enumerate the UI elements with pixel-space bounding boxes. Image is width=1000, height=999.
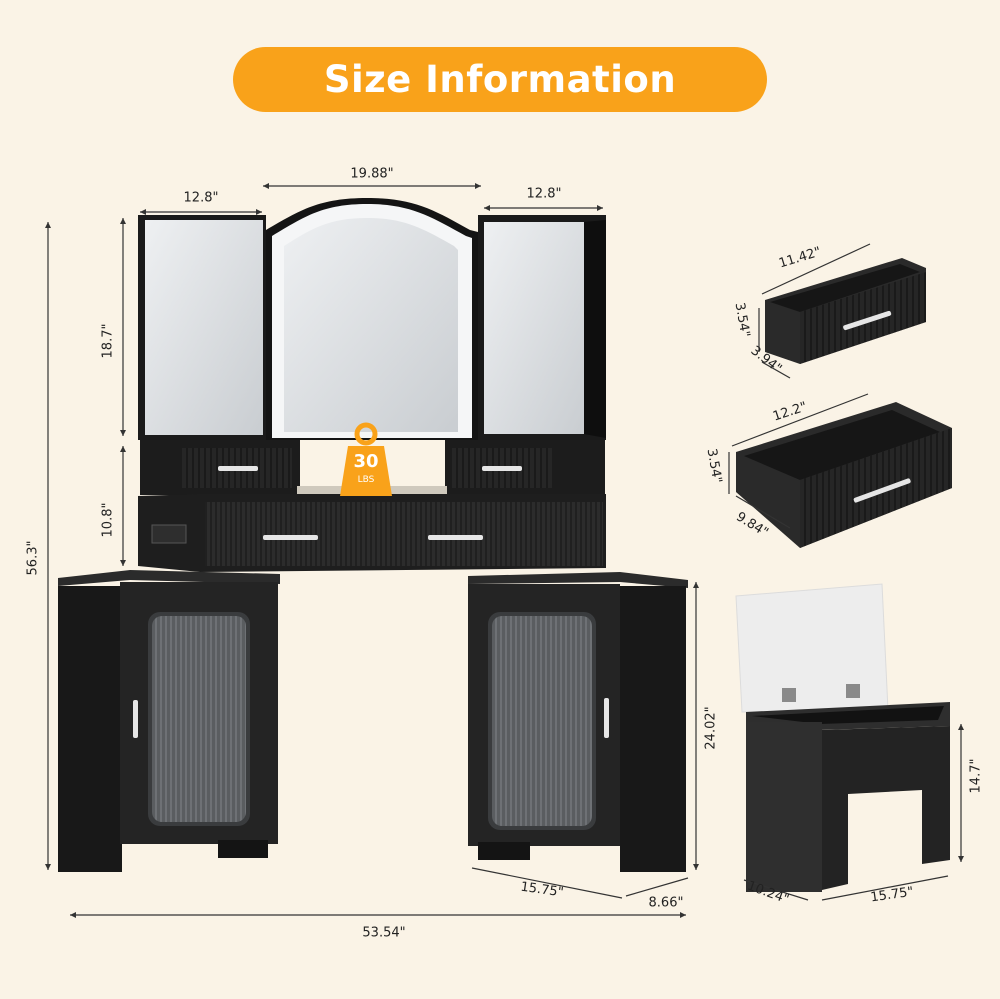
large-drawer-image	[736, 402, 952, 548]
drawer-section-height-label: 10.8"	[100, 502, 116, 538]
weight-unit: LBS	[357, 475, 375, 485]
title-banner: Size Information	[233, 47, 767, 112]
cabinet-height-label: 24.02"	[703, 706, 719, 750]
dimension-lines	[47, 185, 962, 916]
vanity-drawer-section	[138, 440, 606, 572]
total-height-label: 56.3"	[25, 540, 41, 576]
weight-value: 30	[353, 451, 379, 472]
mirror-right-width-label: 12.8"	[526, 186, 562, 202]
small-drawer-image	[765, 258, 926, 364]
page-title: Size Information	[323, 58, 677, 101]
right-cabinet	[468, 572, 688, 872]
stool-height-label: 14.7"	[968, 758, 984, 794]
mirror-height-label: 18.7"	[100, 323, 116, 359]
mirror-center-width-label: 19.88"	[350, 166, 394, 182]
weight-capacity-badge	[340, 422, 392, 496]
storage-stool-image	[735, 583, 950, 892]
dimension-arrows	[45, 183, 964, 918]
mirror-panels	[138, 198, 606, 440]
mirror-left-width-label: 12.8"	[183, 190, 219, 206]
left-cabinet	[58, 570, 280, 872]
total-width-label: 53.54"	[362, 925, 406, 941]
cabinet-depth-label: 8.66"	[648, 895, 684, 911]
